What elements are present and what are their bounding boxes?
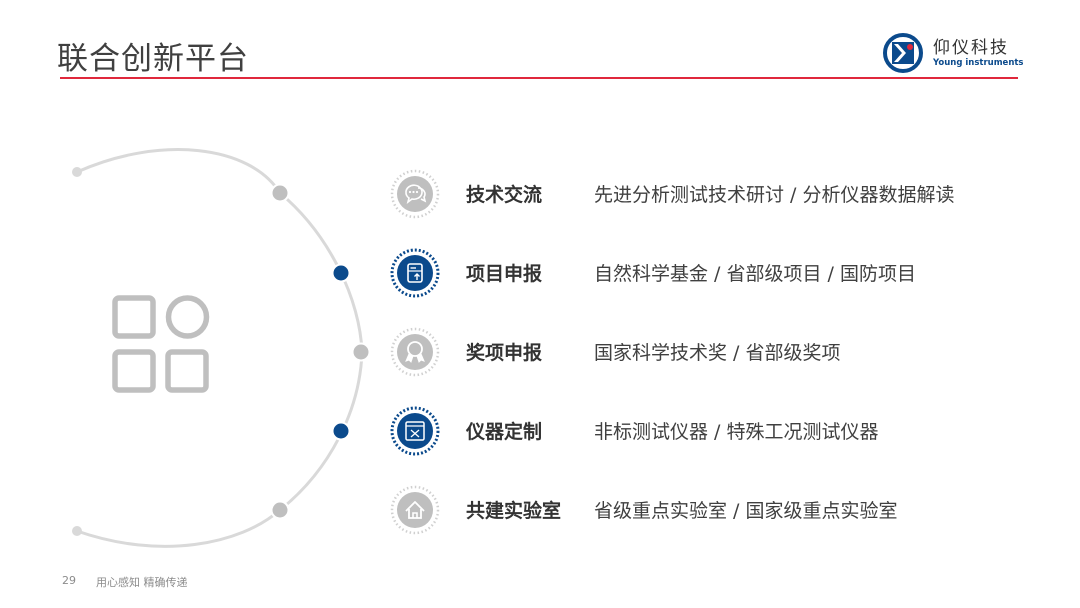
arc-node-4 [331, 421, 351, 441]
arc-end-dot-bottom [72, 526, 82, 536]
company-logo: 仰仪科技 Young instruments [883, 33, 1024, 73]
item-description: 自然科学基金 / 省部级项目 / 国防项目 [594, 263, 916, 285]
item-description: 国家科学技术奖 / 省部级奖项 [594, 342, 841, 364]
logo-name-cn: 仰仪科技 [933, 38, 1009, 58]
arc-node-2 [331, 263, 351, 283]
list-item-tech-exchange: 技术交流 先进分析测试技术研讨 / 分析仪器数据解读 [0, 169, 1080, 219]
item-title: 共建实验室 [466, 500, 562, 522]
header-divider [60, 77, 1018, 79]
item-description: 先进分析测试技术研讨 / 分析仪器数据解读 [594, 184, 955, 206]
window-tools-icon [390, 406, 440, 456]
grid-apps-icon [112, 295, 210, 393]
list-item-project-application: 项目申报 自然科学基金 / 省部级项目 / 国防项目 [0, 248, 1080, 298]
list-item-award-application: 奖项申报 国家科学技术奖 / 省部级奖项 [0, 327, 1080, 377]
arc-node-3 [351, 342, 371, 362]
item-title: 技术交流 [466, 184, 543, 206]
arc-node-5 [270, 500, 290, 520]
young-instruments-logo-icon [883, 33, 923, 73]
item-description: 非标测试仪器 / 特殊工况测试仪器 [594, 421, 879, 443]
item-title: 项目申报 [466, 263, 543, 285]
list-item-instrument-customization: 仪器定制 非标测试仪器 / 特殊工况测试仪器 [0, 406, 1080, 456]
list-item-joint-laboratory: 共建实验室 省级重点实验室 / 国家级重点实验室 [0, 485, 1080, 535]
home-icon [390, 485, 440, 535]
page-title: 联合创新平台 [57, 41, 249, 77]
arc-node-1 [270, 183, 290, 203]
page-number: 29 [62, 574, 76, 587]
footer-slogan: 用心感知 精确传递 [96, 576, 188, 589]
award-medal-icon [390, 327, 440, 377]
document-upload-icon [390, 248, 440, 298]
item-title: 奖项申报 [466, 342, 543, 364]
logo-name-en: Young instruments [933, 58, 1024, 68]
item-description: 省级重点实验室 / 国家级重点实验室 [594, 500, 898, 522]
item-title: 仪器定制 [466, 421, 543, 443]
arc-end-dot-top [72, 167, 82, 177]
chat-bubbles-icon [390, 169, 440, 219]
